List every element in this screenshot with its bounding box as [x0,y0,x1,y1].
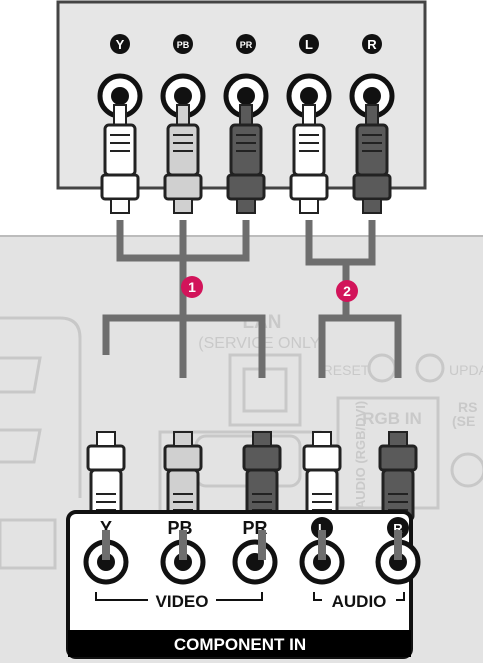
source-label-y: Y [110,34,130,54]
svg-text:2: 2 [343,283,351,299]
source-jack-y [97,73,143,119]
source-label-r: R [362,34,382,54]
audio-rgb-dvi-label: AUDIO (RGB/DVI) [353,401,368,509]
svg-text:Y: Y [116,37,125,52]
component-jack-pr [232,539,278,585]
svg-text:1: 1 [188,279,196,295]
source-labels: Y PB PR L R [110,34,382,54]
rgb-in-label: RGB IN [362,409,422,428]
component-label-r: R [387,517,409,539]
component-label-l: L [311,517,333,539]
step-badge-2: 2 [336,280,358,302]
component-in-title: COMPONENT IN [174,635,306,654]
svg-text:L: L [305,37,313,52]
source-label-pb: PB [173,34,193,54]
source-jack-l [286,73,332,119]
source-jacks [97,73,395,119]
step-badge-1: 1 [181,276,203,298]
component-in-band [68,630,411,657]
rs-label: RS [458,399,477,415]
update-label: UPDA [449,362,483,378]
svg-text:L: L [318,521,326,536]
source-jack-pr [223,73,269,119]
video-bracket [95,592,263,601]
reset-label: RESET [323,362,370,378]
svg-text:PR: PR [240,40,253,50]
se-label: (SE [452,413,475,429]
component-in-panel: COMPONENT IN Y PB PR L R [66,510,421,659]
svg-text:PB: PB [177,40,190,50]
source-label-l: L [299,34,319,54]
source-jack-r [349,73,395,119]
audio-bracket [313,592,405,601]
svg-text:R: R [367,37,377,52]
cables [102,220,402,378]
svg-text:R: R [393,521,403,536]
video-label: VIDEO [156,592,209,611]
audio-label: AUDIO [332,592,387,611]
source-label-pr: PR [236,34,256,54]
